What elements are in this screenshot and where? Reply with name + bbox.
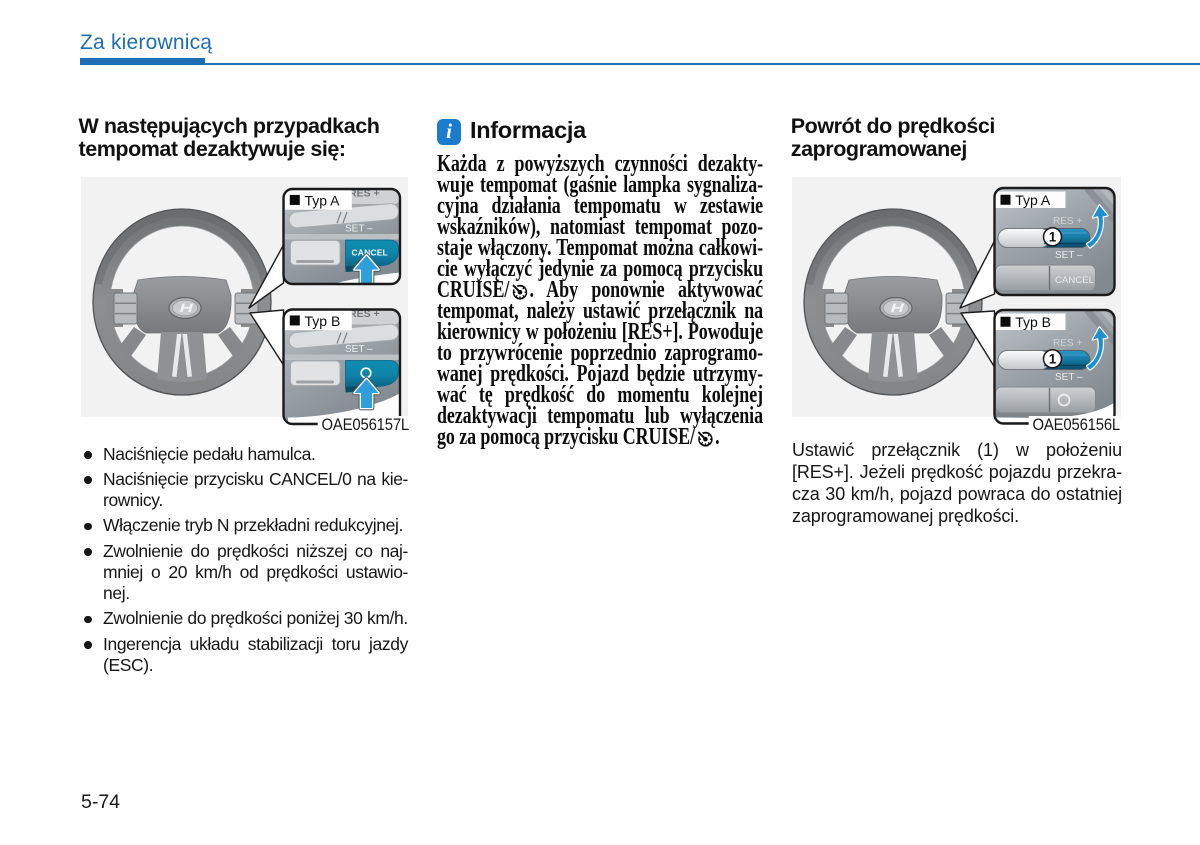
svg-text:RES +: RES + bbox=[349, 188, 380, 200]
svg-text:SET –: SET – bbox=[345, 224, 373, 235]
svg-text:SET –: SET – bbox=[345, 344, 373, 355]
svg-text:SET –: SET – bbox=[1055, 372, 1083, 383]
svg-text:Typ B: Typ B bbox=[1015, 314, 1051, 330]
svg-text:Typ B: Typ B bbox=[305, 313, 341, 329]
svg-text:RES +: RES + bbox=[1053, 216, 1082, 227]
svg-text:SET –: SET – bbox=[1055, 250, 1083, 261]
svg-text:CANCEL: CANCEL bbox=[352, 248, 388, 258]
svg-text:RES +: RES + bbox=[1053, 338, 1082, 349]
svg-text:1: 1 bbox=[1049, 230, 1057, 245]
svg-text:Typ A: Typ A bbox=[1015, 192, 1051, 208]
svg-text:CANCEL: CANCEL bbox=[1055, 275, 1095, 286]
svg-text:1: 1 bbox=[1049, 352, 1057, 367]
svg-text:RES +: RES + bbox=[349, 308, 380, 320]
svg-text:Typ A: Typ A bbox=[305, 192, 341, 208]
